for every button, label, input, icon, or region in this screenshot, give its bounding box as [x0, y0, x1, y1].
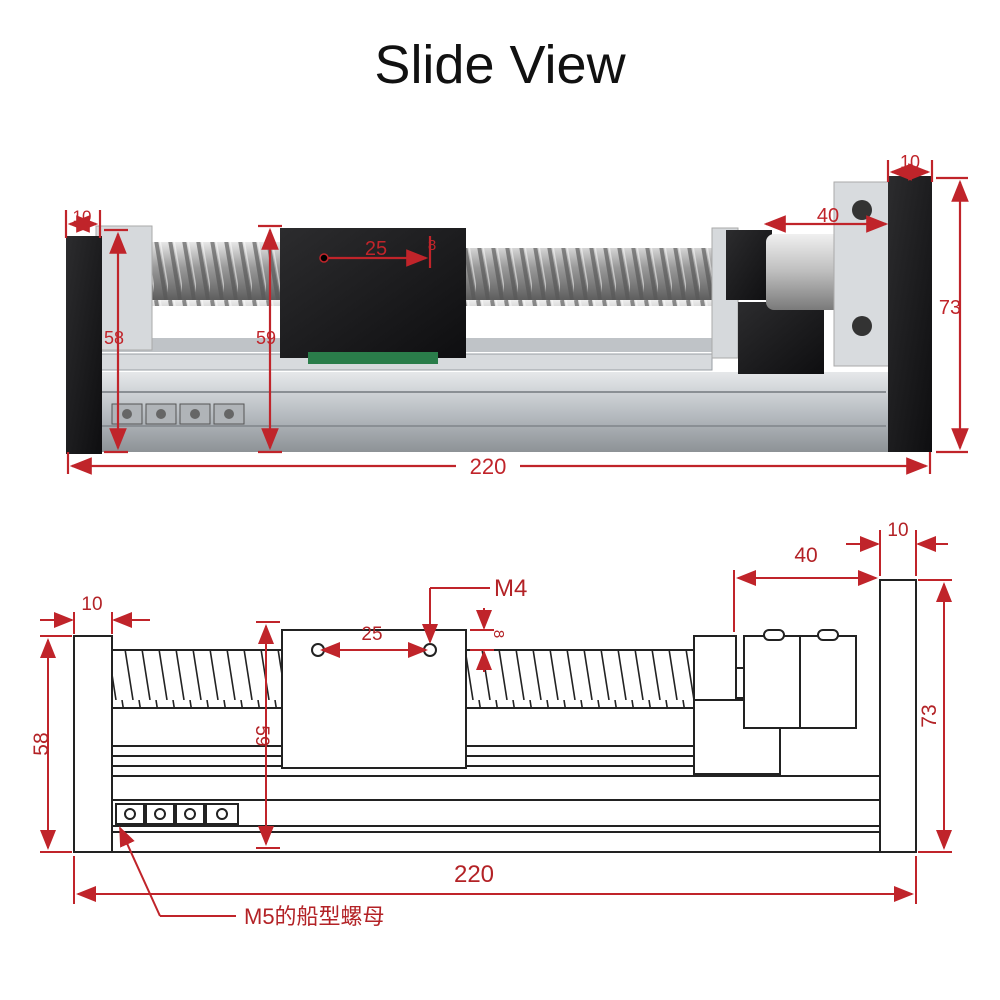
right-end-plate: [888, 176, 932, 452]
left-end-plate: [66, 236, 102, 454]
photo-dimensions: [64, 160, 969, 475]
drawing-dim-motor-mount: 40: [794, 544, 817, 567]
photo-dim-total-height: 73: [939, 297, 961, 319]
photo-dim-right-end: 10: [900, 152, 920, 172]
drawing-dim-hole-spacing: 25: [361, 624, 382, 645]
boat-nut-callout: M5的船型螺母: [244, 904, 385, 929]
photo-dim-hole-offset: 8: [428, 237, 436, 254]
bearing-block: [738, 302, 824, 374]
drawing-coupling-left: [743, 635, 801, 729]
ball-screw-right: [466, 248, 728, 306]
guide-block: [308, 352, 438, 364]
drawing-dim-left-end: 10: [81, 594, 102, 615]
drawing-dim-total-length: 220: [454, 861, 494, 888]
drawing-dim-end-height: 58: [30, 732, 53, 755]
drawing-ball-screw-left: [112, 650, 284, 708]
drawing-dim-hole-offset: 8: [490, 630, 507, 638]
drawing-dim-carriage-height: 59: [251, 725, 272, 746]
drawing-boat-nuts: [115, 803, 239, 825]
page-title: Slide View: [374, 35, 626, 95]
drawing-right-end-plate: [879, 579, 917, 853]
carriage: [280, 228, 466, 358]
drawing-left-end-plate: [73, 635, 113, 853]
photo-dim-motor-mount: 40: [817, 205, 839, 227]
drawing-dimensions: [40, 530, 952, 917]
drawing-hole-thread-label: M4: [494, 575, 527, 602]
drawing-dim-total-height: 73: [918, 704, 941, 727]
drawing-ball-screw-right: [466, 650, 694, 708]
photo-dim-total-length: 220: [470, 454, 507, 479]
screw-nut-block: [726, 230, 772, 300]
photo-dim-end-height: 58: [104, 328, 124, 348]
photo-view: [66, 176, 932, 454]
photo-dim-carriage-height: 59: [256, 328, 276, 348]
photo-dim-hole-spacing: 25: [365, 238, 387, 260]
drawing-view: [73, 579, 917, 853]
drawing-profile-top: [111, 775, 881, 801]
drawing-coupling-right: [799, 635, 857, 729]
drawing-dim-right-end: 10: [887, 520, 908, 541]
photo-dim-left-end: 10: [73, 207, 92, 226]
